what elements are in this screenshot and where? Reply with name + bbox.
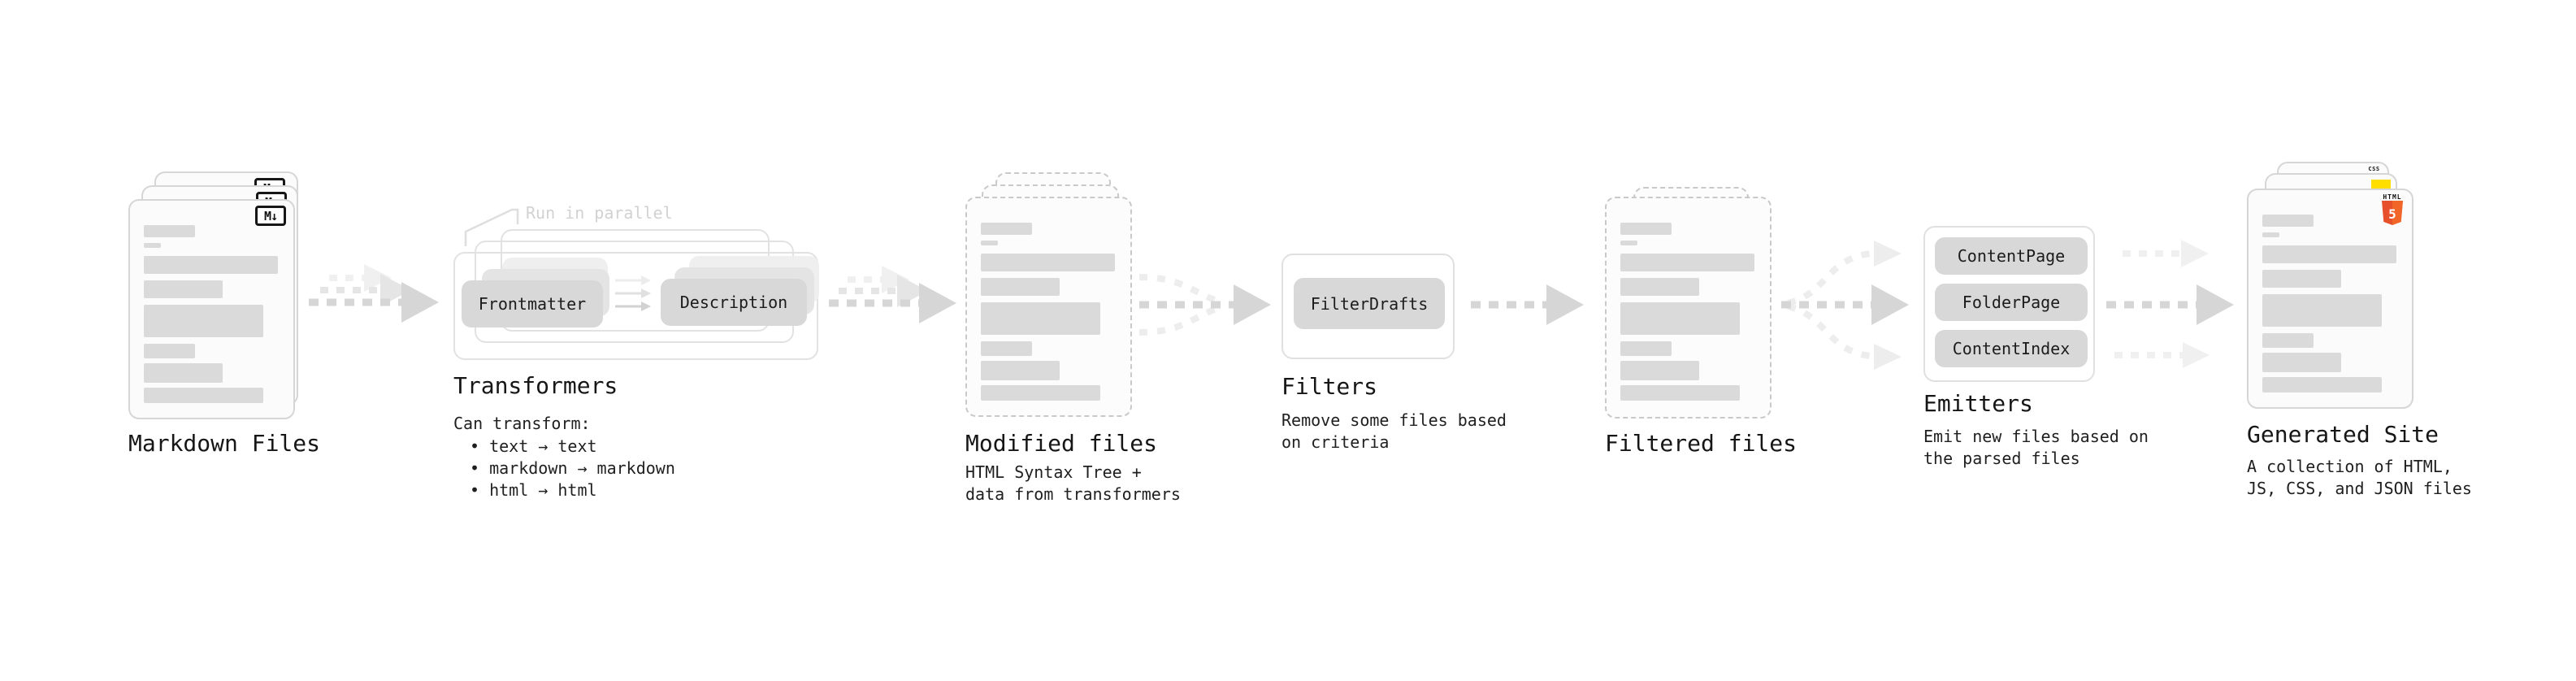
text-line-bar — [981, 241, 998, 245]
arrow-split-bottom-head — [1874, 344, 1902, 370]
text-line-bar — [981, 223, 1032, 235]
filtered-file-card — [1605, 197, 1772, 419]
arrow-markdown-to-transformers-back — [329, 264, 392, 292]
html5-shield: 5 — [2382, 201, 2403, 225]
emitters-subtext: the parsed files — [1923, 449, 2080, 468]
arrow-split-bottom — [1786, 303, 1871, 359]
transformers-bullet: • html → html — [470, 480, 597, 500]
filters-subtext: on criteria — [1281, 432, 1390, 452]
text-line-bar — [981, 254, 1115, 271]
filtered-files-label: Filtered files — [1605, 430, 1798, 457]
transformer-container — [453, 252, 818, 360]
text-line-bar — [144, 225, 195, 237]
html5-icon: HTML 5 — [2382, 193, 2403, 225]
filters-subtext: Remove some files based — [1281, 410, 1507, 430]
text-line-bar — [1620, 302, 1740, 335]
text-line-bar — [144, 243, 161, 248]
text-line-bar — [144, 280, 223, 298]
arrow-converge-top — [1138, 274, 1225, 306]
arrow-markdown-to-transformers — [309, 282, 439, 323]
text-line-bar — [1620, 278, 1699, 296]
text-line-bar — [2262, 377, 2382, 393]
run-in-parallel-annotation: Run in parallel — [526, 203, 673, 223]
text-line-bar — [144, 344, 195, 358]
contentpage-pill: ContentPage — [1935, 237, 2088, 275]
transformers-caption: Can transform: — [453, 414, 591, 433]
description-pill: Description — [661, 279, 807, 326]
transformers-label: Transformers — [453, 372, 618, 399]
modified-files-subtext: data from transformers — [965, 484, 1181, 504]
arrow-split-top-head — [1874, 241, 1902, 267]
text-line-bar — [2262, 215, 2314, 227]
text-line-bar — [144, 305, 263, 337]
emitters-subtext: Emit new files based on — [1923, 427, 2149, 446]
transformers-bullet: • markdown → markdown — [470, 458, 675, 478]
text-line-bar — [2262, 270, 2341, 288]
generated-site-label: Generated Site — [2247, 421, 2439, 448]
text-line-bar — [1620, 223, 1672, 235]
generated-site-subtext: A collection of HTML, — [2247, 457, 2452, 476]
arrow-markdown-to-transformers-mid — [320, 274, 411, 306]
text-line-bar — [981, 302, 1100, 335]
modified-files-subtext: HTML Syntax Tree + — [965, 462, 1142, 482]
arrow-transformers-to-modified-mid — [839, 275, 928, 307]
text-line-bar — [144, 363, 223, 383]
text-line-bar — [1620, 385, 1740, 401]
text-line-bar — [2262, 353, 2341, 372]
arrow-converge-bottom — [1138, 303, 1225, 336]
contentindex-pill: ContentIndex — [1935, 330, 2088, 367]
arrow-split-top — [1786, 250, 1871, 306]
arrow-emitters-bottom — [2114, 342, 2210, 368]
text-line-bar — [2262, 294, 2382, 327]
modified-files-label: Modified files — [965, 430, 1158, 457]
svg-text:5: 5 — [2388, 206, 2396, 222]
frontmatter-pill: Frontmatter — [462, 280, 603, 327]
arrow-emitters-to-generated — [2106, 284, 2234, 325]
text-line-bar — [981, 341, 1032, 356]
text-line-bar — [2262, 333, 2314, 348]
markdown-icon: M↓ — [255, 206, 286, 226]
arrow-emitters-top — [2123, 240, 2209, 267]
text-line-bar — [1620, 341, 1672, 356]
generated-html-file-card: HTML 5 — [2247, 189, 2413, 409]
text-line-bar — [981, 361, 1060, 380]
text-line-bar — [2262, 245, 2396, 263]
transformers-bullet: • text → text — [470, 436, 597, 456]
text-line-bar — [2262, 232, 2279, 237]
arrow-filters-to-filtered — [1471, 284, 1584, 325]
emitters-label: Emitters — [1923, 390, 2033, 417]
text-line-bar — [144, 256, 278, 274]
arrow-filtered-to-emitters — [1781, 284, 1909, 325]
text-line-bar — [1620, 241, 1637, 245]
modified-file-card — [965, 197, 1132, 417]
text-line-bar — [1620, 254, 1754, 271]
arrow-modified-to-filters — [1139, 284, 1271, 325]
javascript-file-icon — [2371, 180, 2391, 191]
generated-site-subtext: JS, CSS, and JSON files — [2247, 479, 2472, 498]
text-line-bar — [981, 278, 1060, 296]
arrow-transformers-to-modified-back — [848, 266, 909, 293]
markdown-files-label: Markdown Files — [128, 430, 321, 457]
folderpage-pill: FolderPage — [1935, 284, 2088, 321]
arrow-transformers-to-modified — [829, 283, 956, 323]
filterdrafts-pill: FilterDrafts — [1294, 278, 1445, 329]
text-line-bar — [144, 388, 263, 403]
text-line-bar — [1620, 361, 1699, 380]
text-line-bar — [981, 385, 1100, 401]
filters-label: Filters — [1281, 373, 1378, 400]
markdown-file-card: M↓ — [128, 199, 295, 419]
